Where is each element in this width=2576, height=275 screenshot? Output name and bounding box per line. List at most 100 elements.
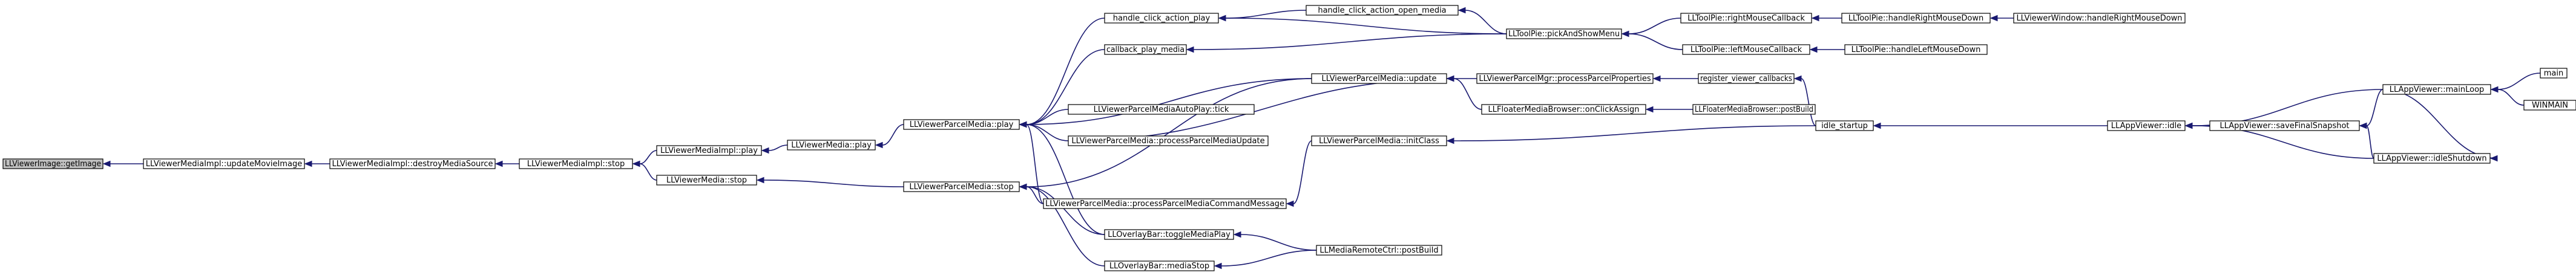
edge-line bbox=[1453, 125, 1816, 141]
node-label: LLViewerParcelMedia::initClass bbox=[1319, 137, 1439, 146]
node-label: LLToolPie::leftMouseCallback bbox=[1690, 45, 1802, 54]
edge-line bbox=[2497, 73, 2541, 90]
node-llviewerparcelmedia-initclass[interactable]: LLViewerParcelMedia::initClass bbox=[1311, 135, 1447, 146]
edge-line bbox=[2366, 89, 2384, 126]
node-llviewermedia-stop[interactable]: LLViewerMedia::stop bbox=[656, 175, 757, 186]
node-llviewerparcelmedia-processparcelmediaupdate[interactable]: LLViewerParcelMedia::processParcelMediaU… bbox=[1068, 135, 1269, 146]
arrowhead-icon bbox=[304, 160, 312, 167]
edge-line bbox=[1026, 186, 1105, 267]
node-llappviewer-mainloop[interactable]: LLAppViewer::mainLoop bbox=[2382, 84, 2491, 95]
edge-n19-to-n15 bbox=[1214, 250, 1317, 270]
node-box bbox=[656, 175, 757, 186]
node-llviewerparcelmedia-processparcelmediacommandmessage[interactable]: LLViewerParcelMedia::processParcelMediaC… bbox=[1043, 198, 1287, 209]
node-lltoolpie-rightmousecallback[interactable]: LLToolPie::rightMouseCallback bbox=[1680, 13, 1812, 24]
node-callback-play-media[interactable]: callback_play_media bbox=[1104, 44, 1187, 55]
arrowhead-icon bbox=[1457, 7, 1466, 14]
node-label: idle_startup bbox=[1821, 121, 1868, 131]
node-winmain[interactable]: WINMAIN bbox=[2523, 100, 2576, 111]
arrowhead-icon bbox=[1019, 121, 1027, 128]
node-box bbox=[903, 181, 1020, 192]
node-box bbox=[656, 145, 762, 156]
node-llviewerparcelmedia-update[interactable]: LLViewerParcelMedia::update bbox=[1311, 73, 1447, 84]
node-lloverlaybar-togglemediaplay[interactable]: LLOverlayBar::toggleMediaPlay bbox=[1104, 229, 1234, 240]
node-llviewermedia-play[interactable]: LLViewerMedia::play bbox=[787, 140, 876, 150]
node-llviewermediaimpl-updatemovieimage[interactable]: LLViewerMediaImpl::updateMovieImage bbox=[143, 158, 305, 169]
edge-n33-to-n34 bbox=[2382, 89, 2498, 162]
node-box bbox=[1316, 245, 1442, 256]
arrowhead-icon bbox=[2489, 155, 2498, 162]
node-box bbox=[1815, 120, 1874, 131]
node-label: LLFloaterMediaBrowser::onClickAssign bbox=[1488, 105, 1640, 114]
arrowhead-icon bbox=[1186, 46, 1194, 53]
edge-line bbox=[1026, 124, 1069, 141]
node-llappviewer-idleshutdown[interactable]: LLAppViewer::idleShutdown bbox=[2373, 153, 2491, 164]
arrowhead-icon bbox=[494, 160, 503, 167]
edge-line bbox=[639, 150, 657, 164]
edge-n10-to-n7 bbox=[1019, 49, 1105, 128]
arrowhead-icon bbox=[1621, 30, 1629, 37]
node-box bbox=[2373, 153, 2491, 164]
node-box bbox=[2523, 100, 2576, 111]
node-label: main bbox=[2544, 69, 2563, 78]
node-llmediaremotectrl-postbuild[interactable]: LLMediaRemoteCtrl::postBuild bbox=[1316, 245, 1442, 256]
edge-n8-to-n5 bbox=[756, 176, 904, 187]
edge-line bbox=[2192, 89, 2384, 126]
node-box bbox=[1841, 13, 1991, 24]
node-box bbox=[1682, 44, 1810, 55]
edge-line bbox=[768, 144, 788, 151]
node-llfloatermediabrowser-onclickassign[interactable]: LLFloaterMediaBrowser::onClickAssign bbox=[1481, 104, 1646, 115]
node-llviewermediaimpl-play[interactable]: LLViewerMediaImpl::play bbox=[656, 145, 762, 156]
node-llviewermediaimpl-stop[interactable]: LLViewerMediaImpl::stop bbox=[519, 158, 633, 169]
node-box bbox=[1506, 28, 1622, 39]
node-box bbox=[2, 158, 104, 169]
node-llviewerparcelmedia-stop[interactable]: LLViewerParcelMedia::stop bbox=[903, 181, 1020, 192]
node-box bbox=[1692, 104, 1816, 115]
node-register-viewer-callbacks[interactable]: register_viewer_callbacks bbox=[1698, 73, 1795, 84]
edge-line bbox=[1801, 78, 1816, 126]
node-handle-click-action-open-media[interactable]: handle_click_action_open_media bbox=[1306, 5, 1459, 16]
arrowhead-icon bbox=[1218, 15, 1226, 22]
node-llviewerparcelmediaautoplay-tick[interactable]: LLViewerParcelMediaAutoPlay::tick bbox=[1068, 104, 1255, 115]
node-main[interactable]: main bbox=[2540, 68, 2568, 79]
node-box bbox=[1104, 13, 1219, 24]
node-llappviewer-idle[interactable]: LLAppViewer::idle bbox=[2107, 120, 2186, 131]
edge-n15-to-n8 bbox=[1019, 183, 1105, 267]
node-lltoolpie-pickandshowmenu[interactable]: LLToolPie::pickAndShowMenu bbox=[1506, 28, 1622, 39]
node-lloverlaybar-mediastop[interactable]: LLOverlayBar::mediaStop bbox=[1104, 260, 1215, 271]
node-label: LLViewerMediaImpl::play bbox=[660, 146, 758, 155]
edge-line bbox=[1225, 18, 1507, 34]
node-label: handle_click_action_play bbox=[1113, 14, 1211, 23]
node-label: LLAppViewer::idleShutdown bbox=[2377, 154, 2486, 163]
edge-n28-to-n24 bbox=[1809, 46, 1845, 53]
node-box bbox=[2013, 13, 2186, 24]
node-llviewerwindow-handlerightmousedown[interactable]: LLViewerWindow::handleRightMouseDown bbox=[2013, 13, 2186, 24]
node-lltoolpie-leftmousecallback[interactable]: LLToolPie::leftMouseCallback bbox=[1682, 44, 1810, 55]
node-lltoolpie-handleleftmousedown[interactable]: LLToolPie::handleLeftMouseDown bbox=[1844, 44, 1988, 55]
edge-n30-to-n27 bbox=[1990, 15, 2014, 22]
node-llviewerparcelmedia-play[interactable]: LLViewerParcelMedia::play bbox=[903, 119, 1020, 130]
edge-line bbox=[1026, 124, 1105, 235]
edge-line bbox=[1240, 234, 1317, 251]
node-label: handle_click_action_open_media bbox=[1318, 6, 1446, 15]
node-handle-click-action-play[interactable]: handle_click_action_play bbox=[1104, 13, 1219, 24]
node-box bbox=[2209, 120, 2360, 131]
node-llfloatermediabrowser-postbuild[interactable]: LLFloaterMediaBrowser::postBuild bbox=[1692, 104, 1816, 115]
edge-n36-to-n33 bbox=[2490, 86, 2525, 106]
arrowhead-icon bbox=[1793, 75, 1802, 82]
arrowhead-icon bbox=[632, 160, 640, 167]
node-llviewerparcelmgr-processparcelproperties[interactable]: LLViewerParcelMgr::processParcelProperti… bbox=[1476, 73, 1654, 84]
node-llviewerimage-getimage[interactable]: LLViewerImage::getImage bbox=[2, 158, 104, 169]
edge-line bbox=[1026, 124, 1044, 204]
node-lltoolpie-handlerightmousedown[interactable]: LLToolPie::handleRightMouseDown bbox=[1841, 13, 1991, 24]
arrowhead-icon bbox=[761, 147, 769, 154]
node-llappviewer-savefinalsnapshot[interactable]: LLAppViewer::saveFinalSnapshot bbox=[2209, 120, 2360, 131]
node-box bbox=[2107, 120, 2186, 131]
node-box bbox=[1680, 13, 1812, 24]
node-label: LLViewerParcelMgr::processParcelProperti… bbox=[1479, 74, 1651, 83]
edge-n20-to-n10 bbox=[1186, 33, 1507, 53]
node-label: LLToolPie::handleRightMouseDown bbox=[1848, 14, 1983, 23]
node-box bbox=[1698, 73, 1795, 84]
edge-line bbox=[763, 180, 904, 187]
node-llviewermediaimpl-destroymediasource[interactable]: LLViewerMediaImpl::destroyMediaSource bbox=[329, 158, 496, 169]
node-idle-startup[interactable]: idle_startup bbox=[1815, 120, 1874, 131]
